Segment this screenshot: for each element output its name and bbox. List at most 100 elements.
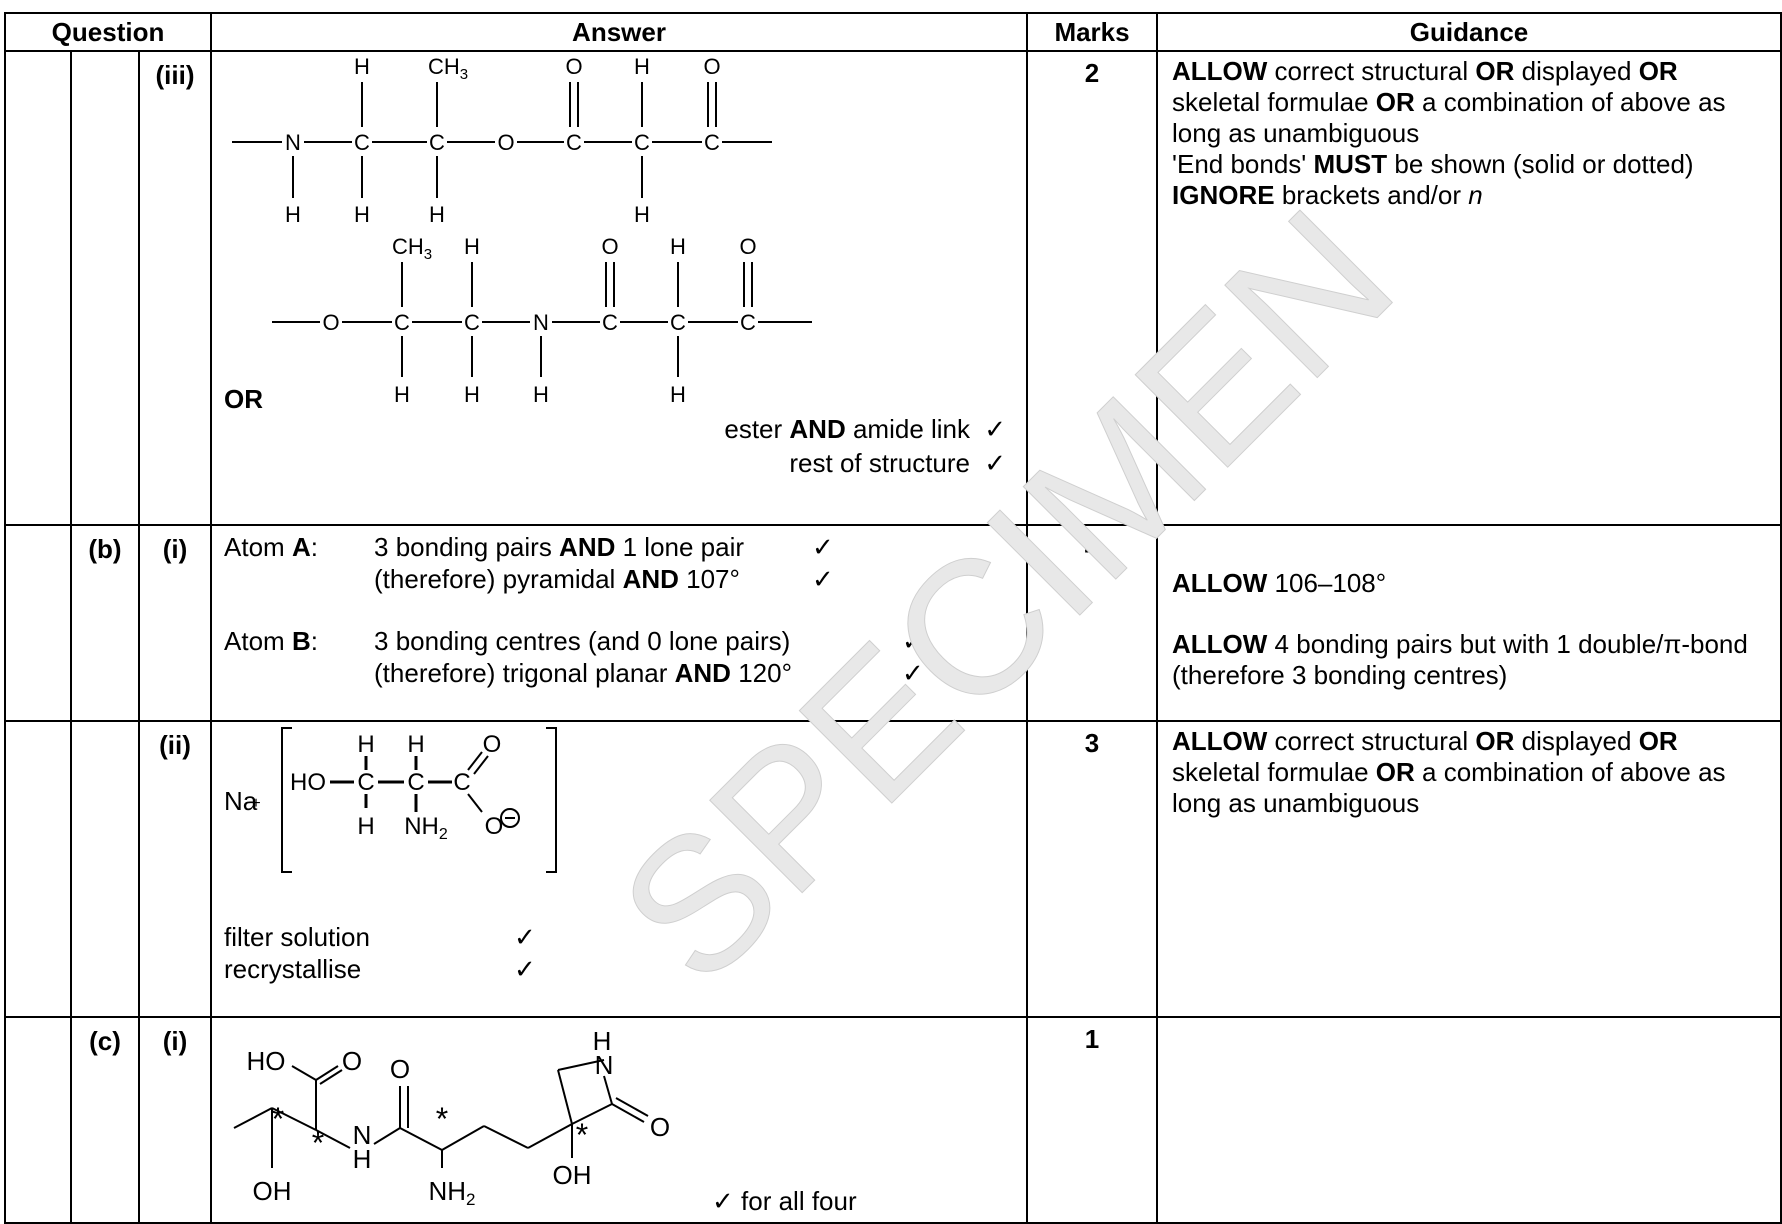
- part-label: [70, 50, 140, 526]
- svg-text:OH: OH: [253, 1176, 292, 1206]
- svg-text:C: C: [670, 310, 686, 335]
- svg-text:O: O: [483, 731, 502, 758]
- svg-text:O: O: [703, 54, 720, 79]
- svg-text:*: *: [312, 1125, 324, 1161]
- sodium-label: Na: [224, 786, 258, 816]
- svg-text:H: H: [429, 202, 445, 227]
- guidance-line-2: ALLOW 4 bonding pairs but with 1 double/…: [1172, 629, 1748, 690]
- svg-text:O: O: [650, 1112, 670, 1142]
- question-cell: [4, 1016, 72, 1224]
- svg-text:C: C: [429, 130, 445, 155]
- question-cell: [4, 720, 72, 1018]
- sub-label: (iii): [137, 50, 213, 526]
- svg-text:O: O: [565, 54, 582, 79]
- svg-text:C: C: [394, 310, 410, 335]
- guidance-line-3: IGNORE brackets and/or n: [1172, 180, 1483, 210]
- answer-cell: N C C O C C C H CH3 O H O H H H H O: [210, 50, 1029, 526]
- header-row: Question Answer Marks Guidance: [3, 12, 1782, 52]
- guidance-line-1: ALLOW 106–108°: [1172, 568, 1387, 598]
- svg-text:N: N: [285, 130, 301, 155]
- svg-text:H: H: [407, 731, 424, 758]
- guidance-line-2: 'End bonds' MUST be shown (solid or dott…: [1172, 149, 1694, 179]
- svg-text:C: C: [602, 310, 618, 335]
- sub-label: (ii): [137, 720, 213, 1018]
- svg-text:C: C: [634, 130, 650, 155]
- svg-text:NH2: NH2: [404, 813, 448, 843]
- svg-text:C: C: [357, 769, 374, 796]
- svg-text:C: C: [704, 130, 720, 155]
- sub-label: (i): [137, 1016, 213, 1224]
- svg-text:+: +: [251, 795, 260, 812]
- marks-cell: 4: [1026, 524, 1159, 722]
- svg-text:N: N: [595, 1050, 614, 1080]
- svg-text:C: C: [464, 310, 480, 335]
- svg-text:CH3: CH3: [428, 54, 468, 83]
- svg-text:H: H: [353, 1144, 372, 1174]
- row-iii: (iii): [4, 50, 1782, 526]
- svg-text:H: H: [670, 234, 686, 259]
- tick-icon: ✓: [984, 448, 1007, 478]
- svg-text:H: H: [593, 1026, 612, 1056]
- skeletal-structure: HO O O N H OH NH2 OH H N O * * * *: [233, 1026, 670, 1209]
- svg-text:N: N: [533, 310, 549, 335]
- svg-text:H: H: [670, 382, 686, 407]
- guidance-line-1: ALLOW correct structural OR displayed OR…: [1172, 726, 1726, 818]
- guidance-cell: ALLOW 106–108° ALLOW 4 bonding pairs but…: [1156, 524, 1782, 722]
- tick-icon: ✓: [902, 658, 924, 688]
- svg-text:N: N: [353, 1120, 372, 1150]
- all-four-note: ✓ for all four: [712, 1186, 857, 1216]
- tick-icon: ✓: [514, 954, 536, 984]
- svg-text:O: O: [739, 234, 756, 259]
- question-cell: [4, 50, 72, 526]
- svg-text:*: *: [436, 1101, 448, 1137]
- answer-cell: HO O O N H OH NH2 OH H N O * * * * ✓ f: [210, 1016, 1029, 1224]
- svg-text:O: O: [601, 234, 618, 259]
- svg-text:H: H: [354, 54, 370, 79]
- tick-icon: ✓: [902, 626, 924, 656]
- svg-text:H: H: [357, 731, 374, 758]
- svg-text:NH2: NH2: [429, 1176, 476, 1209]
- answer-line-2: recrystallise: [224, 954, 362, 984]
- row-c-i: (c) (i): [4, 1016, 1782, 1224]
- svg-text:H: H: [464, 234, 480, 259]
- atom-b-line-2: (therefore) trigonal planar AND 120°: [374, 658, 792, 688]
- tick-icon: ✓: [514, 922, 536, 952]
- guidance-cell: ALLOW correct structural OR displayed OR…: [1156, 720, 1782, 1018]
- svg-text:H: H: [634, 54, 650, 79]
- svg-text:O: O: [390, 1054, 410, 1084]
- row-b-i: (b) (i) Atom A: 3 bonding pairs AND 1 lo…: [4, 524, 1782, 722]
- tick-icon: ✓: [812, 532, 834, 562]
- part-label: [70, 720, 140, 1018]
- marks-cell: 1: [1026, 1016, 1159, 1224]
- svg-text:H: H: [394, 382, 410, 407]
- svg-text:H: H: [533, 382, 549, 407]
- header-question: Question: [3, 12, 213, 52]
- atom-a-line-1: 3 bonding pairs AND 1 lone pair: [374, 532, 745, 562]
- mark-scheme-table: Question Answer Marks Guidance (iii): [3, 12, 1782, 1224]
- atom-a-line-2: (therefore) pyramidal AND 107°: [374, 564, 740, 594]
- sub-label: (i): [137, 524, 213, 722]
- svg-text:C: C: [453, 769, 470, 796]
- svg-text:H: H: [285, 202, 301, 227]
- header-answer: Answer: [210, 12, 1029, 52]
- svg-text:O: O: [322, 310, 339, 335]
- header-guidance: Guidance: [1156, 12, 1782, 52]
- guidance-cell: ALLOW correct structural OR displayed OR…: [1156, 50, 1782, 526]
- svg-text:H: H: [634, 202, 650, 227]
- svg-text:CH3: CH3: [392, 234, 432, 263]
- header-marks: Marks: [1026, 12, 1159, 52]
- svg-text:OH: OH: [553, 1160, 592, 1190]
- answer-cell: Atom A: 3 bonding pairs AND 1 lone pair …: [210, 524, 1029, 722]
- svg-text:C: C: [354, 130, 370, 155]
- svg-text:H: H: [357, 813, 374, 840]
- svg-text:H: H: [354, 202, 370, 227]
- guidance-line-1: ALLOW correct structural OR displayed OR…: [1172, 56, 1726, 148]
- svg-text:O: O: [485, 813, 504, 840]
- svg-text:*: *: [272, 1101, 284, 1137]
- guidance-cell: [1156, 1016, 1782, 1224]
- answer-cell: HO C C C H H O H NH2 O ✓ + Na filter sol…: [210, 720, 1029, 1018]
- tick-icon: ✓: [812, 564, 834, 594]
- atom-a-label: Atom A:: [224, 532, 318, 562]
- svg-text:HO: HO: [290, 769, 326, 796]
